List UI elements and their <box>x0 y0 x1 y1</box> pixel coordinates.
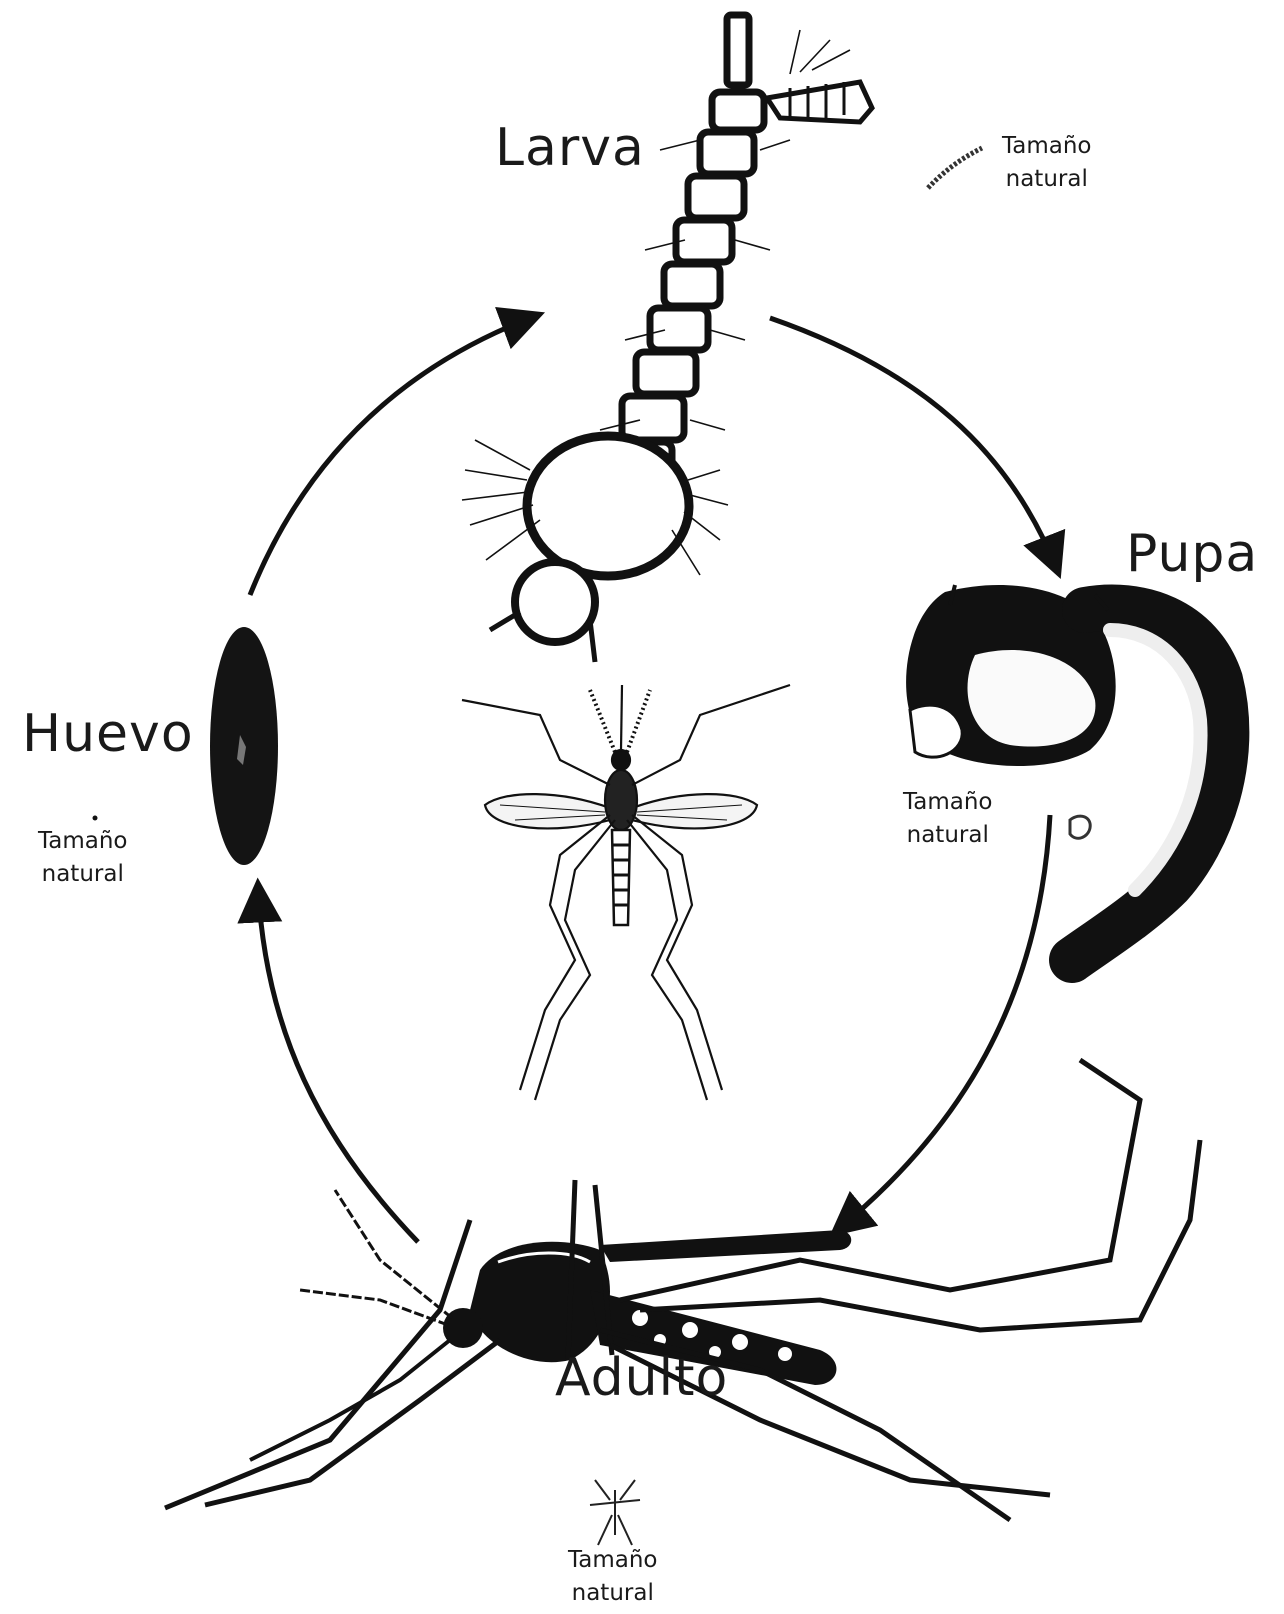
natural-size-note-adult: Tamaño natural <box>568 1544 657 1611</box>
natural-size-note-egg: Tamaño natural <box>38 825 127 892</box>
natural-size-note-pupa: Tamaño natural <box>903 786 992 853</box>
natural-size-line2: natural <box>1002 163 1091 196</box>
natural-size-line1: Tamaño <box>568 1544 657 1577</box>
pupa-natural-size-figure <box>1070 816 1090 838</box>
natural-size-line2: natural <box>38 858 127 891</box>
larva-natural-size-figure <box>928 148 982 188</box>
pupa-illustration <box>906 585 1226 960</box>
egg-natural-size-dot <box>93 816 98 821</box>
stage-label-adulto: Adulto <box>555 1352 728 1404</box>
stage-label-pupa: Pupa <box>1126 528 1258 580</box>
adult-side-view-illustration <box>165 1060 1200 1520</box>
natural-size-line2: natural <box>568 1577 657 1610</box>
natural-size-line2: natural <box>903 819 992 852</box>
arrow-pupa-to-adult <box>835 815 1050 1232</box>
stage-label-huevo: Huevo <box>22 708 194 760</box>
adult-natural-size-figure <box>590 1480 640 1545</box>
natural-size-note-larva: Tamaño natural <box>1002 130 1091 197</box>
arrow-adult-to-egg <box>258 885 418 1242</box>
natural-size-line1: Tamaño <box>38 825 127 858</box>
stage-label-larva: Larva <box>495 122 645 174</box>
arrow-larva-to-pupa <box>770 318 1058 572</box>
natural-size-line1: Tamaño <box>1002 130 1091 163</box>
adult-top-view-illustration <box>462 685 790 1100</box>
natural-size-line1: Tamaño <box>903 786 992 819</box>
larva-illustration <box>462 15 872 662</box>
